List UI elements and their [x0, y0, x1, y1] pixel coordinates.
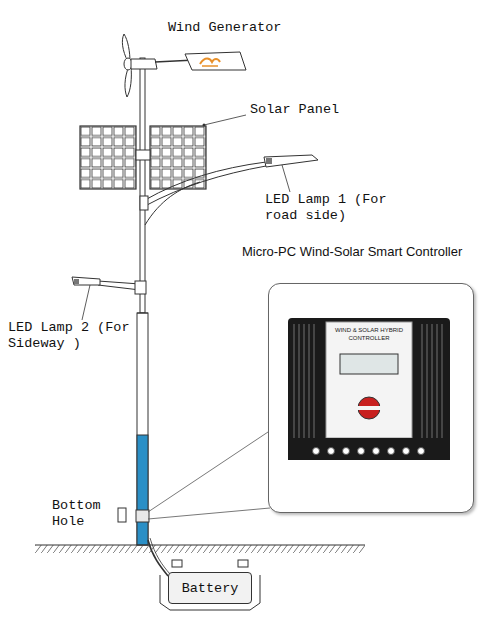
solar-panels — [80, 126, 206, 189]
pole-base — [137, 435, 148, 545]
battery-label: Battery — [182, 581, 239, 596]
controller-device: WIND & SOLAR HYBRID CONTROLLER — [288, 318, 450, 472]
part-label: Bottom Hole — [52, 498, 112, 530]
controller-label: WIND & SOLAR HYBRID CONTROLLER — [328, 326, 410, 342]
part-label: LED Lamp 1 (For road side) — [265, 192, 405, 224]
inset-title: Micro-PC Wind-Solar Smart Controller — [242, 244, 462, 259]
part-label: Wind Generator — [168, 20, 281, 36]
controller-body — [288, 318, 450, 472]
battery-box: Battery — [168, 572, 252, 604]
lamp-2 — [72, 277, 146, 294]
wind-turbine — [122, 34, 246, 97]
part-label: LED Lamp 2 (For Sideway ) — [8, 320, 133, 352]
part-label: Solar Panel — [250, 102, 339, 118]
controller-inset: Micro-PC Wind-Solar Smart ControllerWIND… — [238, 244, 488, 514]
